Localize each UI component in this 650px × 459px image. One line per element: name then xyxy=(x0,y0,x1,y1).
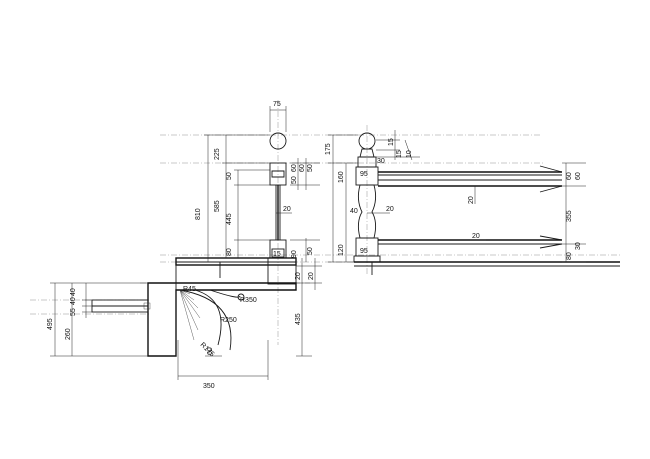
dim-top-rail: 50 xyxy=(226,172,233,180)
dim-plan-total: 495 xyxy=(47,318,54,330)
dim-front-r4: 50 xyxy=(307,164,314,172)
dim-cap-height: 225 xyxy=(214,148,221,160)
dim-side-right-b: 60 xyxy=(575,172,582,180)
dim-corner: R45 xyxy=(183,286,196,293)
dim-front-r1: 60 xyxy=(291,164,298,172)
dim-side-t2: 30 xyxy=(377,158,385,165)
dim-side-h1: 175 xyxy=(325,143,332,155)
dim-plan-d3: 40 xyxy=(70,297,77,305)
dim-total-height: 810 xyxy=(195,208,202,220)
dim-front-r5: 90 xyxy=(291,250,298,258)
dim-mid-height: 585 xyxy=(214,200,221,212)
dim-plan-d2: 40 xyxy=(70,288,77,296)
dim-side-p3: 95 xyxy=(360,171,368,178)
dim-side-m2: 20 xyxy=(472,233,480,240)
dim-inner-height: 445 xyxy=(226,213,233,225)
dim-side-h-base: 120 xyxy=(338,244,345,256)
dim-plan-width: 350 xyxy=(203,383,215,390)
dim-bottom-rail: 80 xyxy=(226,248,233,256)
dim-side-b1: 95 xyxy=(360,248,368,255)
dim-plan-side-d: 20 xyxy=(308,272,315,280)
dim-side-m1: 20 xyxy=(468,196,475,204)
dim-side-right-c: 30 xyxy=(575,242,582,250)
side-elevation: 95 40 95 20 20 20 175 160 120 xyxy=(325,130,620,275)
dim-side-t4: 10 xyxy=(406,150,413,158)
dim-side-t1: 15 xyxy=(388,138,395,146)
plan-view: R45 R350 R250 R175 60 350 495 260 40 40 … xyxy=(47,258,322,390)
dim-side-h2: 160 xyxy=(338,171,345,183)
dim-side-right-d: 80 xyxy=(566,252,573,260)
dim-plan-side-a: 20 xyxy=(295,272,302,280)
dim-plan-d4: 55 xyxy=(70,308,77,316)
ball-finial xyxy=(269,132,287,150)
construction-lines xyxy=(30,100,620,345)
dim-plan-d1: 260 xyxy=(65,328,72,340)
dim-side-p1: 40 xyxy=(350,208,358,215)
dim-side-t3: 15 xyxy=(396,150,403,158)
dim-front-r4b: 50 xyxy=(307,247,314,255)
dim-plan-lower: 60 xyxy=(207,347,214,355)
dim-r-inner: R250 xyxy=(220,317,237,324)
dim-front-r3: 50 xyxy=(291,176,298,184)
front-elevation: 75 15 20 810 225 585 50 445 80 xyxy=(175,101,320,285)
dim-side-p2: 20 xyxy=(386,206,394,213)
dim-front-baluster: 20 xyxy=(283,206,291,213)
dim-r-outer: R350 xyxy=(240,297,257,304)
dim-side-right-a: 60 xyxy=(566,172,573,180)
dim-side-right-h: 355 xyxy=(566,210,573,222)
dim-front-r2: 60 xyxy=(299,164,306,172)
dim-front-r6: 15 xyxy=(273,251,281,258)
dim-plan-side-h: 435 xyxy=(295,313,302,325)
dim-top-width: 75 xyxy=(273,101,281,108)
